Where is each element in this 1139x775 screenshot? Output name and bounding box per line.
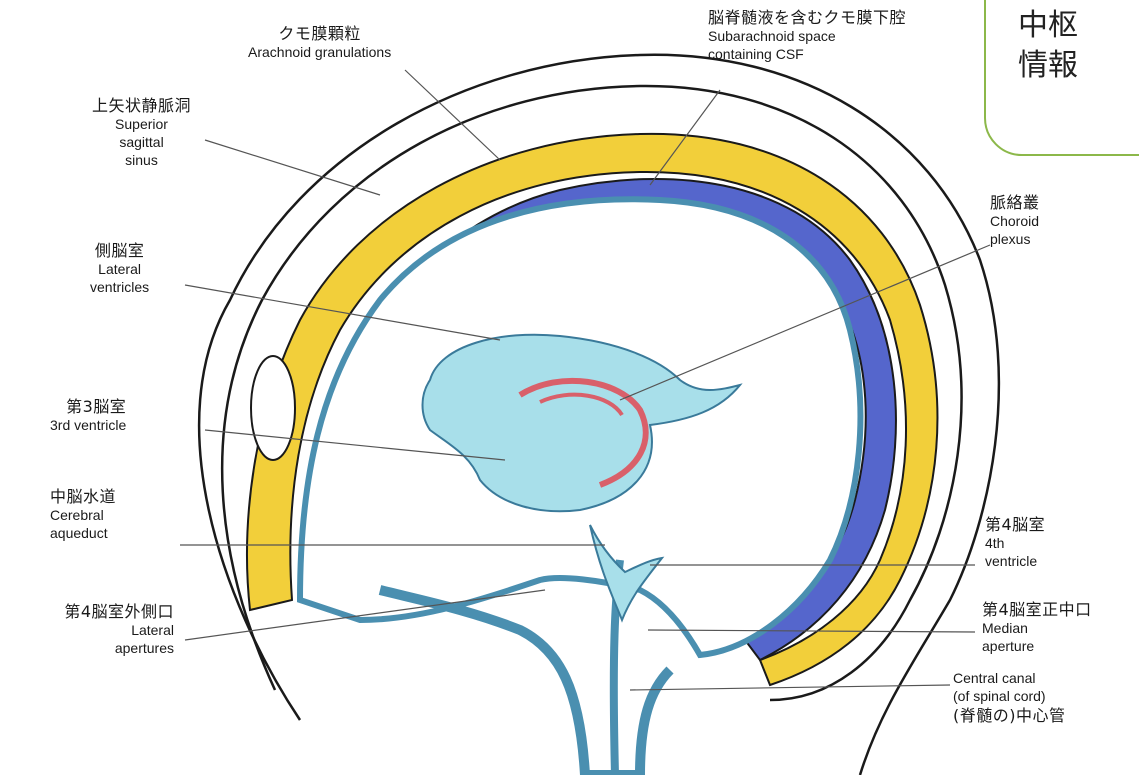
label-lateral-ventricles: 側脳室 Lateral ventricles xyxy=(90,241,149,297)
label-ja: 側脳室 xyxy=(90,241,149,261)
label-en: Central canal xyxy=(953,670,1066,688)
label-en: 3rd ventricle xyxy=(50,417,126,435)
label-en: aqueduct xyxy=(50,525,116,543)
label-en: 4th xyxy=(985,535,1045,553)
label-en: sagittal xyxy=(92,134,191,152)
label-en: (of spinal cord) xyxy=(953,688,1066,706)
label-en: containing CSF xyxy=(708,46,906,64)
label-en: Choroid xyxy=(990,213,1040,231)
label-en: plexus xyxy=(990,231,1040,249)
label-arachnoid-granulations: クモ膜顆粒 Arachnoid granulations xyxy=(248,24,391,62)
label-ja: クモ膜顆粒 xyxy=(248,24,391,44)
label-en: ventricle xyxy=(985,553,1045,571)
sinus-lobe xyxy=(251,356,295,460)
brainstem xyxy=(380,590,670,775)
note-line-1: 中枢 xyxy=(1018,0,1078,44)
label-en: Median xyxy=(982,620,1092,638)
label-ja: (脊髄の)中心管 xyxy=(953,706,1066,726)
label-third-ventricle: 第3脳室 3rd ventricle xyxy=(50,397,126,435)
label-en: Lateral xyxy=(6,622,174,640)
label-ja: 脳脊髄液を含むクモ膜下腔 xyxy=(708,8,906,28)
label-ja: 上矢状静脈洞 xyxy=(92,96,191,116)
label-ja: 中脳水道 xyxy=(50,487,116,507)
label-en: aperture xyxy=(982,638,1092,656)
label-en: ventricles xyxy=(90,279,149,297)
label-en: sinus xyxy=(92,152,191,170)
note-line-2: 情報 xyxy=(1018,40,1078,84)
label-lateral-apertures: 第4脳室外側口 Lateral apertures xyxy=(6,602,174,658)
label-choroid-plexus: 脈絡叢 Choroid plexus xyxy=(990,193,1040,249)
label-en: Arachnoid granulations xyxy=(248,44,391,62)
label-fourth-ventricle: 第4脳室 4th ventricle xyxy=(985,515,1045,571)
label-subarachnoid-space: 脳脊髄液を含むクモ膜下腔 Subarachnoid space containi… xyxy=(708,8,906,64)
note-box: 中枢 情報 xyxy=(984,0,1139,156)
label-ja: 第4脳室 xyxy=(985,515,1045,535)
label-ja: 脈絡叢 xyxy=(990,193,1040,213)
label-en: Lateral xyxy=(90,261,149,279)
label-cerebral-aqueduct: 中脳水道 Cerebral aqueduct xyxy=(50,487,116,543)
label-en: Superior xyxy=(92,116,191,134)
label-ja: 第4脳室外側口 xyxy=(6,602,174,622)
label-ja: 第3脳室 xyxy=(50,397,126,417)
label-en: Subarachnoid space xyxy=(708,28,906,46)
label-en: apertures xyxy=(6,640,174,658)
label-central-canal: Central canal (of spinal cord) (脊髄の)中心管 xyxy=(953,670,1066,726)
label-median-aperture: 第4脳室正中口 Median aperture xyxy=(982,600,1092,656)
label-superior-sagittal-sinus: 上矢状静脈洞 Superior sagittal sinus xyxy=(92,96,191,170)
label-ja: 第4脳室正中口 xyxy=(982,600,1092,620)
label-en: Cerebral xyxy=(50,507,116,525)
